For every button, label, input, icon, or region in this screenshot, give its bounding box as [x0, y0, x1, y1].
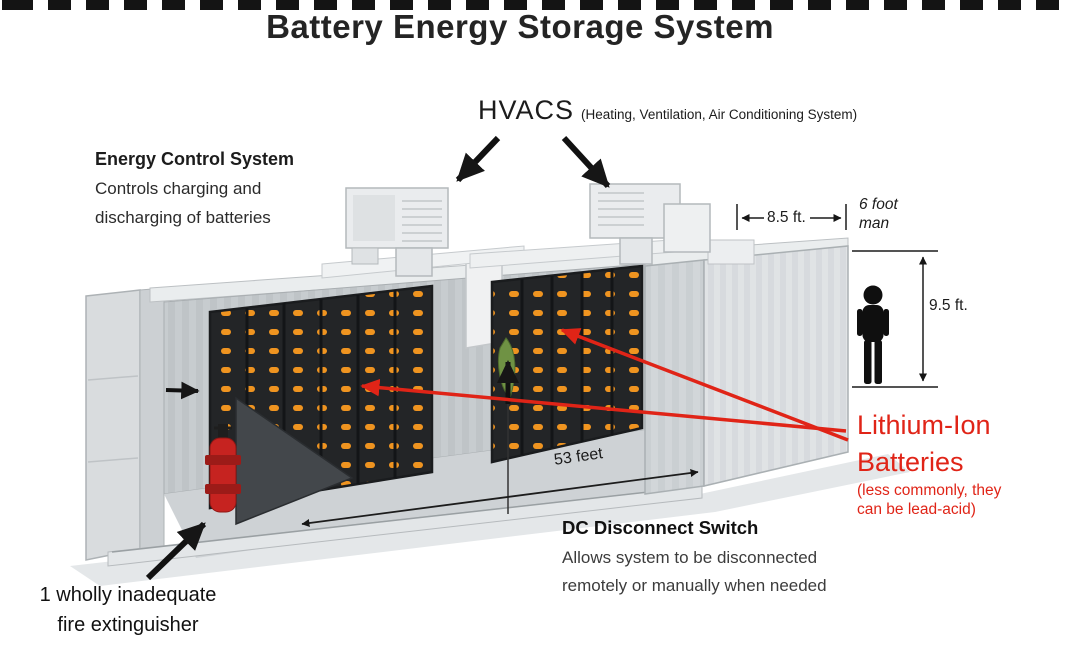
lithium-title-line1: Lithium-Ion: [857, 410, 991, 440]
energy-control-desc-line1: Controls charging and: [95, 179, 262, 198]
six-foot-man-line2: man: [859, 215, 890, 232]
lithium-arrow-upper-icon: [560, 328, 849, 442]
dc-disconnect-switch: [496, 337, 519, 514]
container-door: [85, 287, 165, 561]
dimension-9-5-ft-label: 9.5 ft.: [929, 297, 968, 314]
dimension-53-feet-line: [301, 469, 699, 527]
dimension-8-5-ft-label: 8.5 ft.: [764, 209, 809, 227]
lithium-arrow-lower-icon: [360, 378, 847, 433]
dimension-8-5-ft: [736, 204, 847, 230]
lithium-title-line2: Batteries: [857, 447, 964, 477]
container-closed-section: [644, 245, 849, 495]
lithium-note-line2: can be lead-acid): [857, 501, 976, 518]
page-title: Battery Energy Storage System: [266, 8, 774, 45]
hvacs-subtitle: (Heating, Ventilation, Air Conditioning …: [581, 107, 858, 122]
six-foot-man-line1: 6 foot: [859, 196, 898, 213]
film-strip-decoration: [0, 0, 1072, 10]
hvac-unit-left: [345, 187, 449, 277]
energy-control-title: Energy Control System: [95, 149, 295, 169]
lithium-arrows: [360, 328, 849, 442]
control-cabinet-arrow-icon: [165, 381, 200, 400]
lithium-ion-label: Lithium-Ion Batteries (less commonly, th…: [857, 407, 1001, 519]
fire-extinguisher-line1: 1 wholly inadequate: [39, 584, 217, 606]
dimension-9-5-ft: [852, 250, 938, 388]
man-silhouette: [857, 285, 889, 384]
extinguisher-arrow-icon: [145, 521, 207, 581]
dc-disconnect-title: DC Disconnect Switch: [562, 517, 759, 538]
callout-arrows: [145, 135, 611, 581]
hvacs-label: HVACS (Heating, Ventilation, Air Conditi…: [478, 95, 857, 126]
dc-disconnect-desc-line2: remotely or manually when needed: [562, 576, 827, 595]
fire-extinguisher-label: 1 wholly inadequate fire extinguisher: [12, 580, 244, 640]
six-foot-man-label: 6 foot man: [859, 195, 898, 233]
hvacs-arrow-left-icon: [455, 135, 501, 183]
hvac-unit-right: [589, 183, 711, 265]
fire-extinguisher-line2: fire extinguisher: [57, 614, 199, 636]
hvacs-title: HVACS: [478, 95, 575, 125]
lithium-note-line1: (less commonly, they: [857, 482, 1002, 499]
dc-disconnect-desc-line1: Allows system to be disconnected: [562, 548, 818, 567]
energy-control-label: Energy Control System Controls charging …: [95, 149, 294, 232]
fire-extinguisher: [205, 424, 241, 513]
energy-control-desc-line2: discharging of batteries: [95, 208, 271, 227]
battery-rack-bank-left: [208, 284, 434, 526]
dc-disconnect-label: DC Disconnect Switch Allows system to be…: [562, 517, 827, 600]
hvacs-arrow-right-icon: [561, 135, 611, 189]
battery-rack-bank-right: [490, 264, 644, 464]
